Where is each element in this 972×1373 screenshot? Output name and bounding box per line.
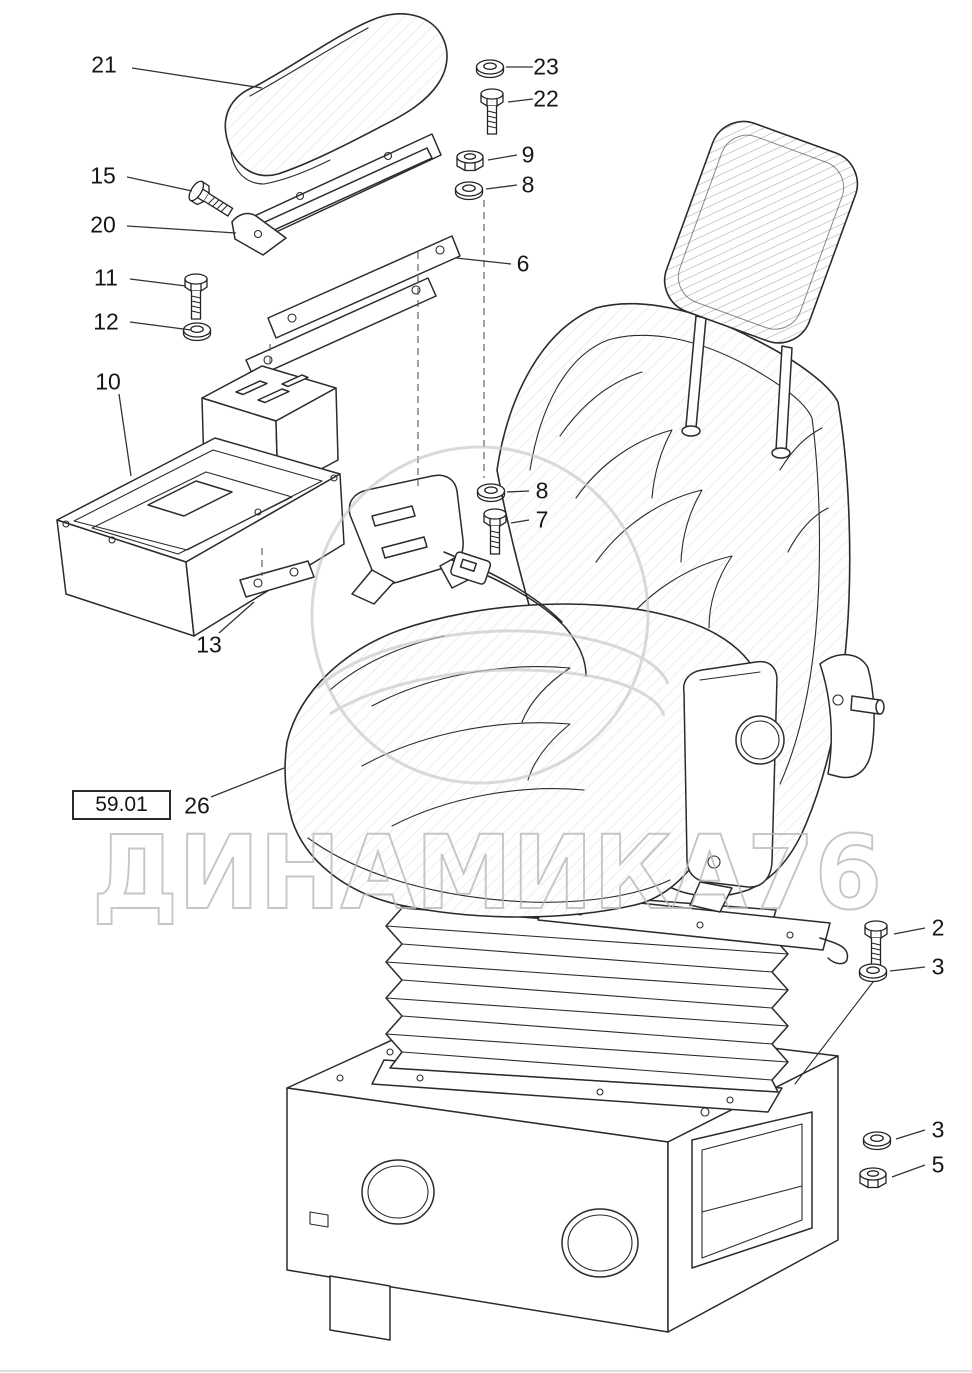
washer-8-mid xyxy=(476,483,506,503)
washer-3-lower xyxy=(862,1131,892,1151)
callout-6: 6 xyxy=(516,250,530,277)
callout-9: 9 xyxy=(521,141,535,168)
callout-23: 23 xyxy=(533,53,559,80)
armrest-pad xyxy=(224,13,448,185)
armrest-knob xyxy=(735,715,785,765)
nut-5 xyxy=(859,1167,887,1189)
callout-26: 26 xyxy=(184,792,210,819)
callout-20: 20 xyxy=(90,211,116,238)
callout-21: 21 xyxy=(91,51,117,78)
right-armrest xyxy=(819,654,885,779)
callout-13: 13 xyxy=(196,631,222,658)
callout-8-mid: 8 xyxy=(535,477,549,504)
bolt-11 xyxy=(184,273,208,320)
nut-9 xyxy=(456,150,484,172)
washer-23 xyxy=(475,59,505,79)
callout-12: 12 xyxy=(93,308,119,335)
callout-5: 5 xyxy=(931,1151,945,1178)
bolt-15 xyxy=(185,178,237,223)
callout-15: 15 xyxy=(90,162,116,189)
callout-3-upper: 3 xyxy=(931,953,945,980)
spacer-plate xyxy=(239,560,315,598)
callout-2: 2 xyxy=(931,914,945,941)
callout-10: 10 xyxy=(95,368,121,395)
headrest xyxy=(663,120,859,344)
washer-12 xyxy=(182,322,212,342)
callout-11: 11 xyxy=(94,264,118,291)
callout-7: 7 xyxy=(535,506,549,533)
callout-8-top: 8 xyxy=(521,171,535,198)
mount-rail-upper xyxy=(267,235,461,339)
leader-lines xyxy=(118,66,926,1178)
base-pedestal xyxy=(286,1009,839,1341)
watermark-logo xyxy=(310,445,670,785)
watermark-text: ДИНАМИКА76 xyxy=(92,814,882,933)
bolt-7 xyxy=(483,508,507,555)
group-ref-label: 59.01 xyxy=(95,793,148,816)
seat-belt xyxy=(443,551,587,677)
washer-3-upper xyxy=(858,963,888,983)
console-box xyxy=(56,365,345,637)
washer-8-top xyxy=(454,181,484,201)
angle-bracket xyxy=(231,212,287,256)
bolt-22 xyxy=(480,88,504,135)
callout-22: 22 xyxy=(533,85,559,112)
armrest-bracket xyxy=(682,660,785,913)
group-ref-box: 59.01 xyxy=(72,790,171,820)
headrest-posts xyxy=(681,315,793,459)
seat-mount-bracket xyxy=(348,474,473,605)
callout-3-lower: 3 xyxy=(931,1116,945,1143)
